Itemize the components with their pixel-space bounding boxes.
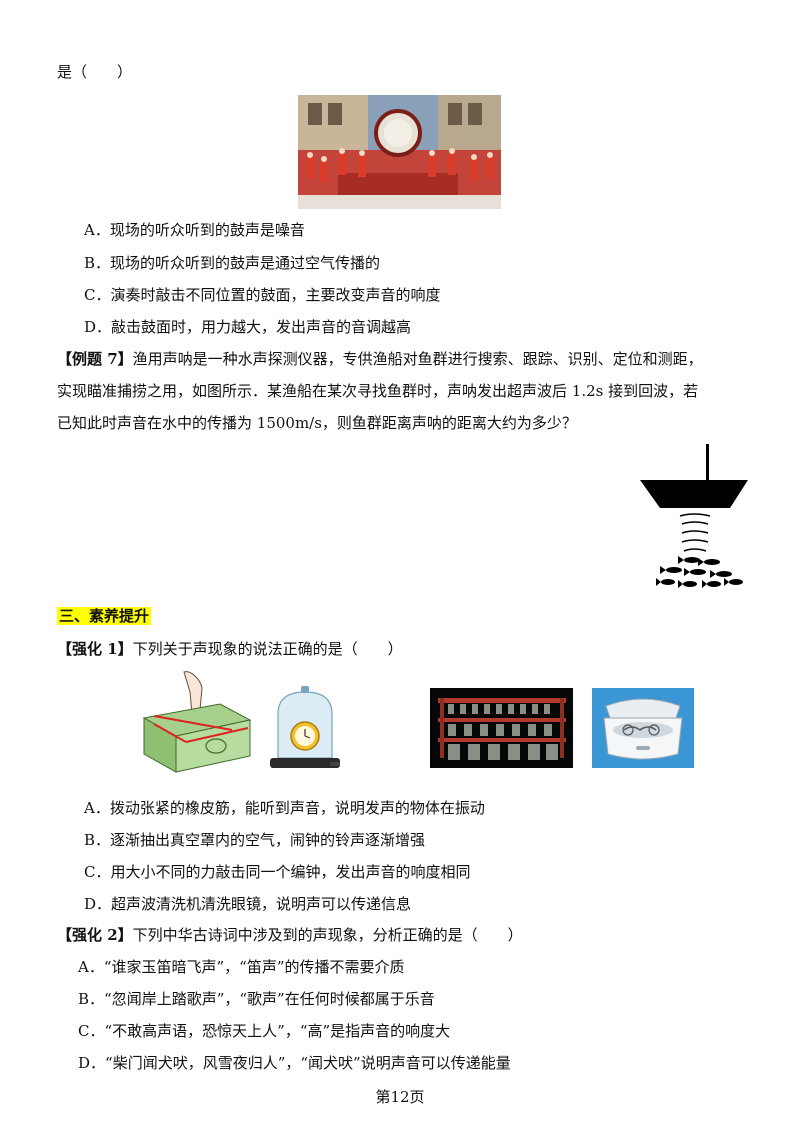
section3-title: 三、素养提升 <box>57 606 152 626</box>
s1-tag: 【强化 1】 <box>57 640 133 658</box>
example7-text-1: 渔用声呐是一种水声探测仪器，专供渔船对鱼群进行搜索、跟踪、识别、定位和测距， <box>132 350 703 368</box>
sonar-boat-figure <box>638 444 750 592</box>
q6-option-b: B．现场的听众听到的鼓声是通过空气传播的 <box>84 254 381 272</box>
s1-option-a: A．拨动张紧的橡皮筋，能听到声音，说明发声的物体在振动 <box>84 799 485 817</box>
s2-tag: 【强化 2】 <box>57 926 133 944</box>
s2-stem: 【强化 2】下列中华古诗词中涉及到的声现象，分析正确的是（ ） <box>57 925 523 945</box>
page-number: 第12页 <box>375 1088 425 1106</box>
question-lead-in: 是（ ） <box>57 63 133 81</box>
s2-stem-text: 下列中华古诗词中涉及到的声现象，分析正确的是（ ） <box>132 926 523 944</box>
drum-performance-photo <box>298 95 501 209</box>
q6-option-d: D．敲击鼓面时，用力越大，发出声音的音调越高 <box>84 318 412 336</box>
bell-jar-clock-figure <box>270 684 340 774</box>
example7-line1: 【例题 7】渔用声呐是一种水声探测仪器，专供渔船对鱼群进行搜索、跟踪、识别、定位… <box>57 349 703 369</box>
q6-option-c: C．演奏时敲击不同位置的鼓面，主要改变声音的响度 <box>84 286 441 304</box>
s1-option-d: D．超声波清洗机清洗眼镜，说明声可以传递信息 <box>84 895 412 913</box>
s2-option-d: D．“柴门闻犬吠，风雪夜归人”，“闻犬吠”说明声音可以传递能量 <box>78 1054 511 1072</box>
s1-option-b: B．逐渐抽出真空罩内的空气，闹钟的铃声逐渐增强 <box>84 831 426 849</box>
s2-option-a: A．“谁家玉笛暗飞声”，“笛声”的传播不需要介质 <box>78 958 405 976</box>
ultrasonic-cleaner-figure <box>592 688 694 768</box>
s2-option-b: B．“忽闻岸上踏歌声”，“歌声”在任何时候都属于乐音 <box>78 990 435 1008</box>
s2-option-c: C．“不敢高声语，恐惊天上人”，“高”是指声音的响度大 <box>78 1022 451 1040</box>
example7-tag: 【例题 7】 <box>57 350 133 368</box>
example7-line2: 实现瞄准捕捞之用，如图所示．某渔船在某次寻找鱼群时，声呐发出超声波后 1.2s … <box>57 382 699 400</box>
q6-option-a: A．现场的听众听到的鼓声是噪音 <box>84 221 305 239</box>
s1-stem: 【强化 1】下列关于声现象的说法正确的是（ ） <box>57 639 403 659</box>
s1-option-c: C．用大小不同的力敲击同一个编钟，发出声音的响度相同 <box>84 863 471 881</box>
section3-title-text: 三、素养提升 <box>57 607 152 625</box>
bianzhong-bells-figure <box>430 688 573 768</box>
s1-stem-text: 下列关于声现象的说法正确的是（ ） <box>132 640 403 658</box>
example7-line3: 已知此时声音在水中的传播为 1500m/s，则鱼群距离声呐的距离大约为多少？ <box>57 414 577 432</box>
rubber-band-box-figure <box>140 668 252 774</box>
